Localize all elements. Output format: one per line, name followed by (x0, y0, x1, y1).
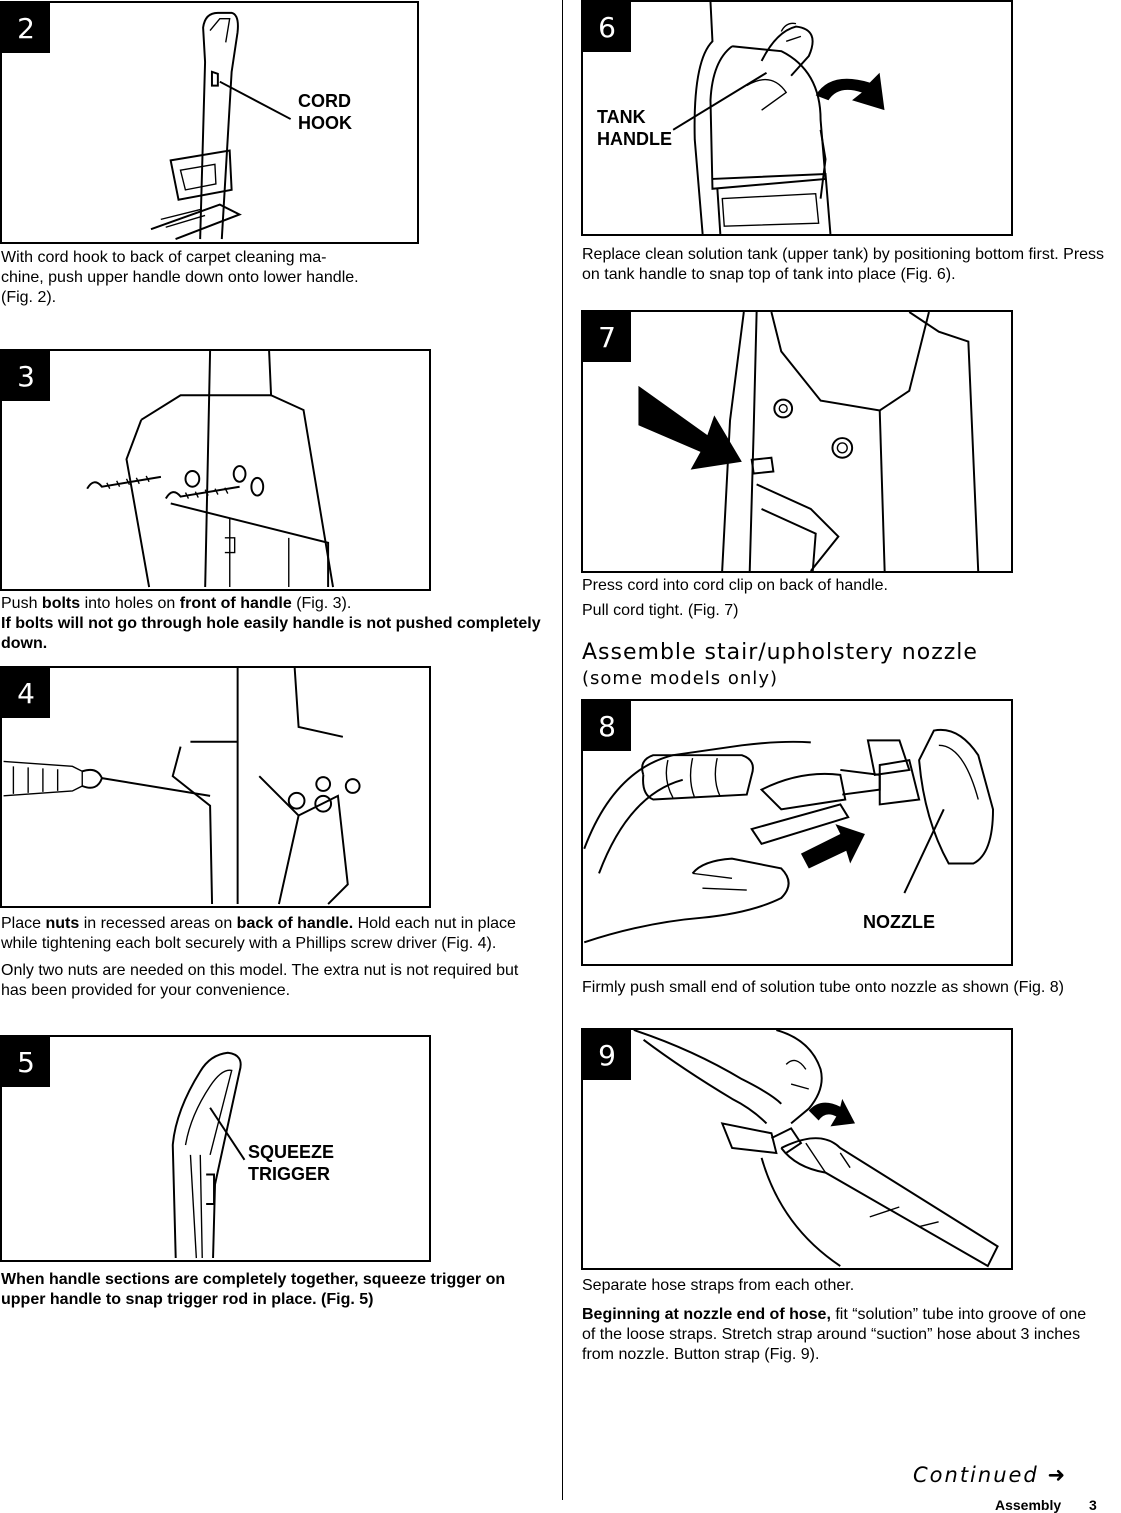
footer-section-name: Assembly (995, 1497, 1062, 1513)
column-divider (562, 0, 563, 1500)
text-run-bold: Beginning at nozzle end of hose, (582, 1306, 831, 1323)
caption-line: chine, push upper handle down onto lower… (1, 269, 359, 286)
caption-fig2: With cord hook to back of carpet cleanin… (1, 248, 441, 308)
section-subtitle: (some models only) (582, 668, 778, 689)
text-run: Place (1, 915, 46, 932)
figure-number: 3 (2, 351, 50, 401)
caption-line: Place nuts in recessed areas on back of … (1, 914, 531, 954)
caption-fig9: Separate hose straps from each other. Be… (582, 1276, 1102, 1365)
figure-number: 5 (2, 1037, 50, 1087)
caption-line: Pull cord tight. (Fig. 7) (582, 602, 739, 619)
figure-8: 8 NOZZLE (581, 699, 1013, 966)
continued-label: Continued ➜ (913, 1463, 1065, 1487)
figure-6: 6 TANK HANDLE (581, 0, 1013, 236)
text-run-bold: front of handle (179, 595, 292, 612)
figure-number: 2 (2, 3, 50, 53)
caption-fig8: Firmly push small end of solution tube o… (582, 978, 1102, 998)
bolts-handle-illustration (86, 351, 334, 588)
text-run: fit “solution” tube into groove of one o… (582, 1306, 1087, 1363)
callout-tank-handle: TANK HANDLE (597, 107, 672, 149)
figure-9: 9 (581, 1028, 1013, 1270)
cord-clip-illustration (638, 312, 980, 571)
text-run-bold: back of handle. (236, 915, 354, 932)
arrow-right-icon: ➜ (1047, 1463, 1066, 1487)
caption-paragraph: Beginning at nozzle end of hose, fit “so… (582, 1305, 1102, 1365)
figure-number: 4 (2, 668, 50, 718)
continued-text: Continued (913, 1463, 1039, 1487)
text-run: (Fig. 3). (291, 595, 352, 612)
caption-line: (Fig. 2). (1, 289, 57, 306)
nuts-screwdriver-illustration (3, 668, 361, 905)
caption-line: Push bolts into holes on front of handle… (1, 594, 541, 614)
caption-bold-text: When handle sections are completely toge… (1, 1271, 506, 1308)
text-run: Push (1, 595, 42, 612)
upright-cleaner-illustration (150, 11, 292, 240)
figure-number: 7 (583, 312, 631, 362)
callout-squeeze-trigger: SQUEEZE TRIGGER (248, 1142, 335, 1184)
figure-5: 5 SQUEEZE TRIGGER (0, 1035, 431, 1262)
text-run: in recessed areas on (79, 915, 237, 932)
caption-text: Replace clean solution tank (upper tank)… (582, 246, 1105, 283)
caption-line: Press cord into cord clip on back of han… (582, 577, 888, 594)
section-title: Assemble stair/upholstery nozzle (582, 640, 978, 665)
figure-number: 8 (583, 701, 631, 751)
caption-fig5: When handle sections are completely toge… (1, 1270, 541, 1310)
text-run: into holes on (80, 595, 180, 612)
callout-nozzle: NOZZLE (863, 912, 935, 932)
figure-number: 6 (583, 2, 631, 52)
caption-text: Firmly push small end of solution tube o… (582, 979, 1065, 996)
note-text: Only two nuts are needed on this model. … (1, 962, 519, 999)
callout-cord-hook: CORD HOOK (298, 91, 352, 133)
hose-strap-illustration (633, 1030, 999, 1268)
handle-trigger-illustration (171, 1051, 246, 1259)
nozzle-tube-illustration (583, 728, 995, 944)
figure-3: 3 (0, 349, 431, 591)
caption-fig3: Push bolts into holes on front of handle… (1, 594, 541, 654)
figure-4: 4 (0, 666, 431, 908)
figure-2: 2 CORD HOOK (0, 1, 419, 244)
page-footer: Assembly 3 (995, 1497, 1097, 1513)
figure-7: 7 (581, 310, 1013, 573)
caption-fig7: Press cord into cord clip on back of han… (582, 576, 1102, 621)
text-run: Hold each nut in place while tightening … (1, 915, 516, 952)
figure-number: 9 (583, 1030, 631, 1080)
text-run-bold: nuts (45, 915, 80, 932)
caption-fig4: Place nuts in recessed areas on back of … (1, 914, 531, 1001)
page-number: 3 (1089, 1497, 1097, 1513)
warning-text: If bolts will not go through hole easily… (1, 615, 541, 652)
caption-line: Separate hose straps from each other. (582, 1277, 855, 1294)
caption-line: With cord hook to back of carpet cleanin… (1, 249, 327, 266)
tank-handle-illustration (672, 2, 885, 234)
text-run-bold: bolts (41, 595, 81, 612)
caption-fig6: Replace clean solution tank (upper tank)… (582, 245, 1118, 285)
